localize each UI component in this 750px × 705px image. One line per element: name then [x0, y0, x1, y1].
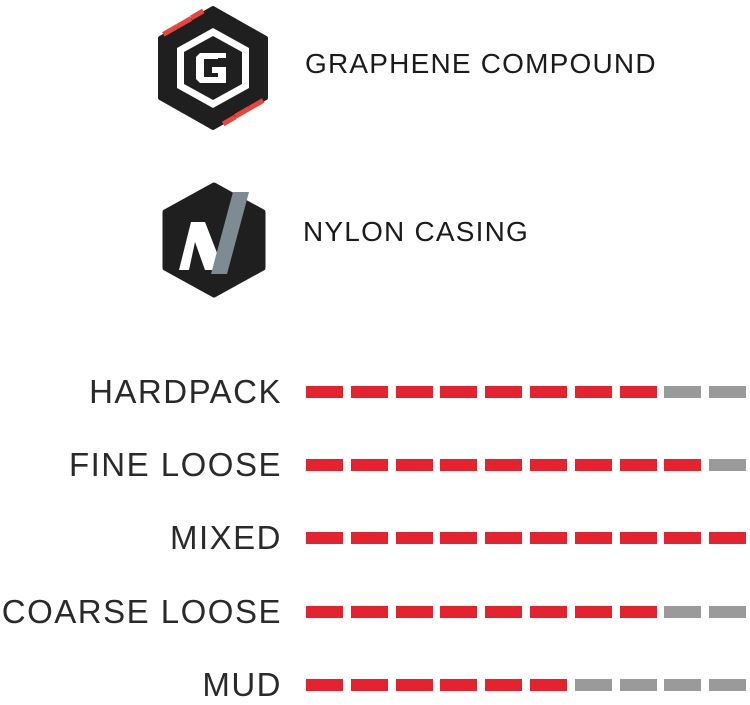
- nylon-n-hexagon-icon: [162, 182, 266, 298]
- rating-segment-filled: [485, 679, 522, 691]
- rating-row-coarse-loose: COARSE LOOSE: [0, 592, 750, 632]
- rating-segment-filled: [351, 532, 388, 544]
- rating-segment-filled: [530, 532, 567, 544]
- rating-row-mud: MUD: [0, 665, 750, 705]
- rating-segment-filled: [306, 679, 343, 691]
- rating-row-mixed: MIXED: [0, 518, 750, 558]
- rating-segment-filled: [485, 606, 522, 618]
- rating-segment-empty: [664, 606, 701, 618]
- rating-segment-filled: [351, 606, 388, 618]
- rating-segment-filled: [485, 532, 522, 544]
- rating-segment-filled: [440, 679, 477, 691]
- rating-row-hardpack: HARDPACK: [0, 372, 750, 412]
- feature-label-graphene: GRAPHENE COMPOUND: [305, 48, 657, 79]
- feature-label-nylon: NYLON CASING: [303, 216, 529, 247]
- rating-segment-filled: [396, 532, 433, 544]
- rating-segment-filled: [664, 459, 701, 471]
- rating-segment-filled: [440, 606, 477, 618]
- rating-segment-filled: [396, 459, 433, 471]
- rating-segment-filled: [306, 459, 343, 471]
- rating-segment-filled: [575, 532, 612, 544]
- rating-segment-empty: [709, 606, 746, 618]
- rating-segment-filled: [620, 532, 657, 544]
- rating-segment-filled: [440, 532, 477, 544]
- rating-bar-hardpack: [306, 386, 746, 398]
- rating-label: COARSE LOOSE: [1, 593, 282, 630]
- rating-segment-filled: [485, 459, 522, 471]
- rating-segment-filled: [530, 459, 567, 471]
- rating-segment-filled: [620, 386, 657, 398]
- rating-segment-empty: [709, 386, 746, 398]
- rating-segment-filled: [530, 679, 567, 691]
- rating-segment-filled: [575, 459, 612, 471]
- rating-bar-mud: [306, 679, 746, 691]
- rating-segment-filled: [664, 532, 701, 544]
- graphene-g-hexagon-icon: [158, 6, 268, 130]
- rating-segment-filled: [440, 386, 477, 398]
- rating-segment-filled: [396, 679, 433, 691]
- rating-segment-filled: [351, 459, 388, 471]
- rating-bar-mixed: [306, 532, 746, 544]
- rating-segment-filled: [620, 459, 657, 471]
- rating-segment-empty: [664, 679, 701, 691]
- rating-label: FINE LOOSE: [68, 446, 282, 483]
- rating-segment-filled: [351, 386, 388, 398]
- rating-segment-empty: [709, 679, 746, 691]
- rating-segment-filled: [396, 606, 433, 618]
- rating-segment-filled: [575, 606, 612, 618]
- rating-segment-empty: [620, 679, 657, 691]
- rating-label: MUD: [202, 666, 282, 703]
- rating-segment-filled: [351, 679, 388, 691]
- rating-segment-filled: [530, 606, 567, 618]
- rating-segment-filled: [620, 606, 657, 618]
- rating-bar-fine-loose: [306, 459, 746, 471]
- rating-segment-filled: [306, 386, 343, 398]
- rating-segment-filled: [396, 386, 433, 398]
- rating-segment-filled: [440, 459, 477, 471]
- rating-segment-filled: [530, 386, 567, 398]
- rating-segment-filled: [485, 386, 522, 398]
- rating-segment-filled: [709, 532, 746, 544]
- rating-segment-filled: [306, 532, 343, 544]
- rating-row-fine-loose: FINE LOOSE: [0, 445, 750, 485]
- rating-segment-empty: [709, 459, 746, 471]
- rating-bar-coarse-loose: [306, 606, 746, 618]
- rating-segment-empty: [575, 679, 612, 691]
- rating-segment-filled: [306, 606, 343, 618]
- rating-segment-filled: [575, 386, 612, 398]
- rating-segment-empty: [664, 386, 701, 398]
- rating-label: HARDPACK: [89, 373, 282, 410]
- rating-label: MIXED: [169, 519, 282, 556]
